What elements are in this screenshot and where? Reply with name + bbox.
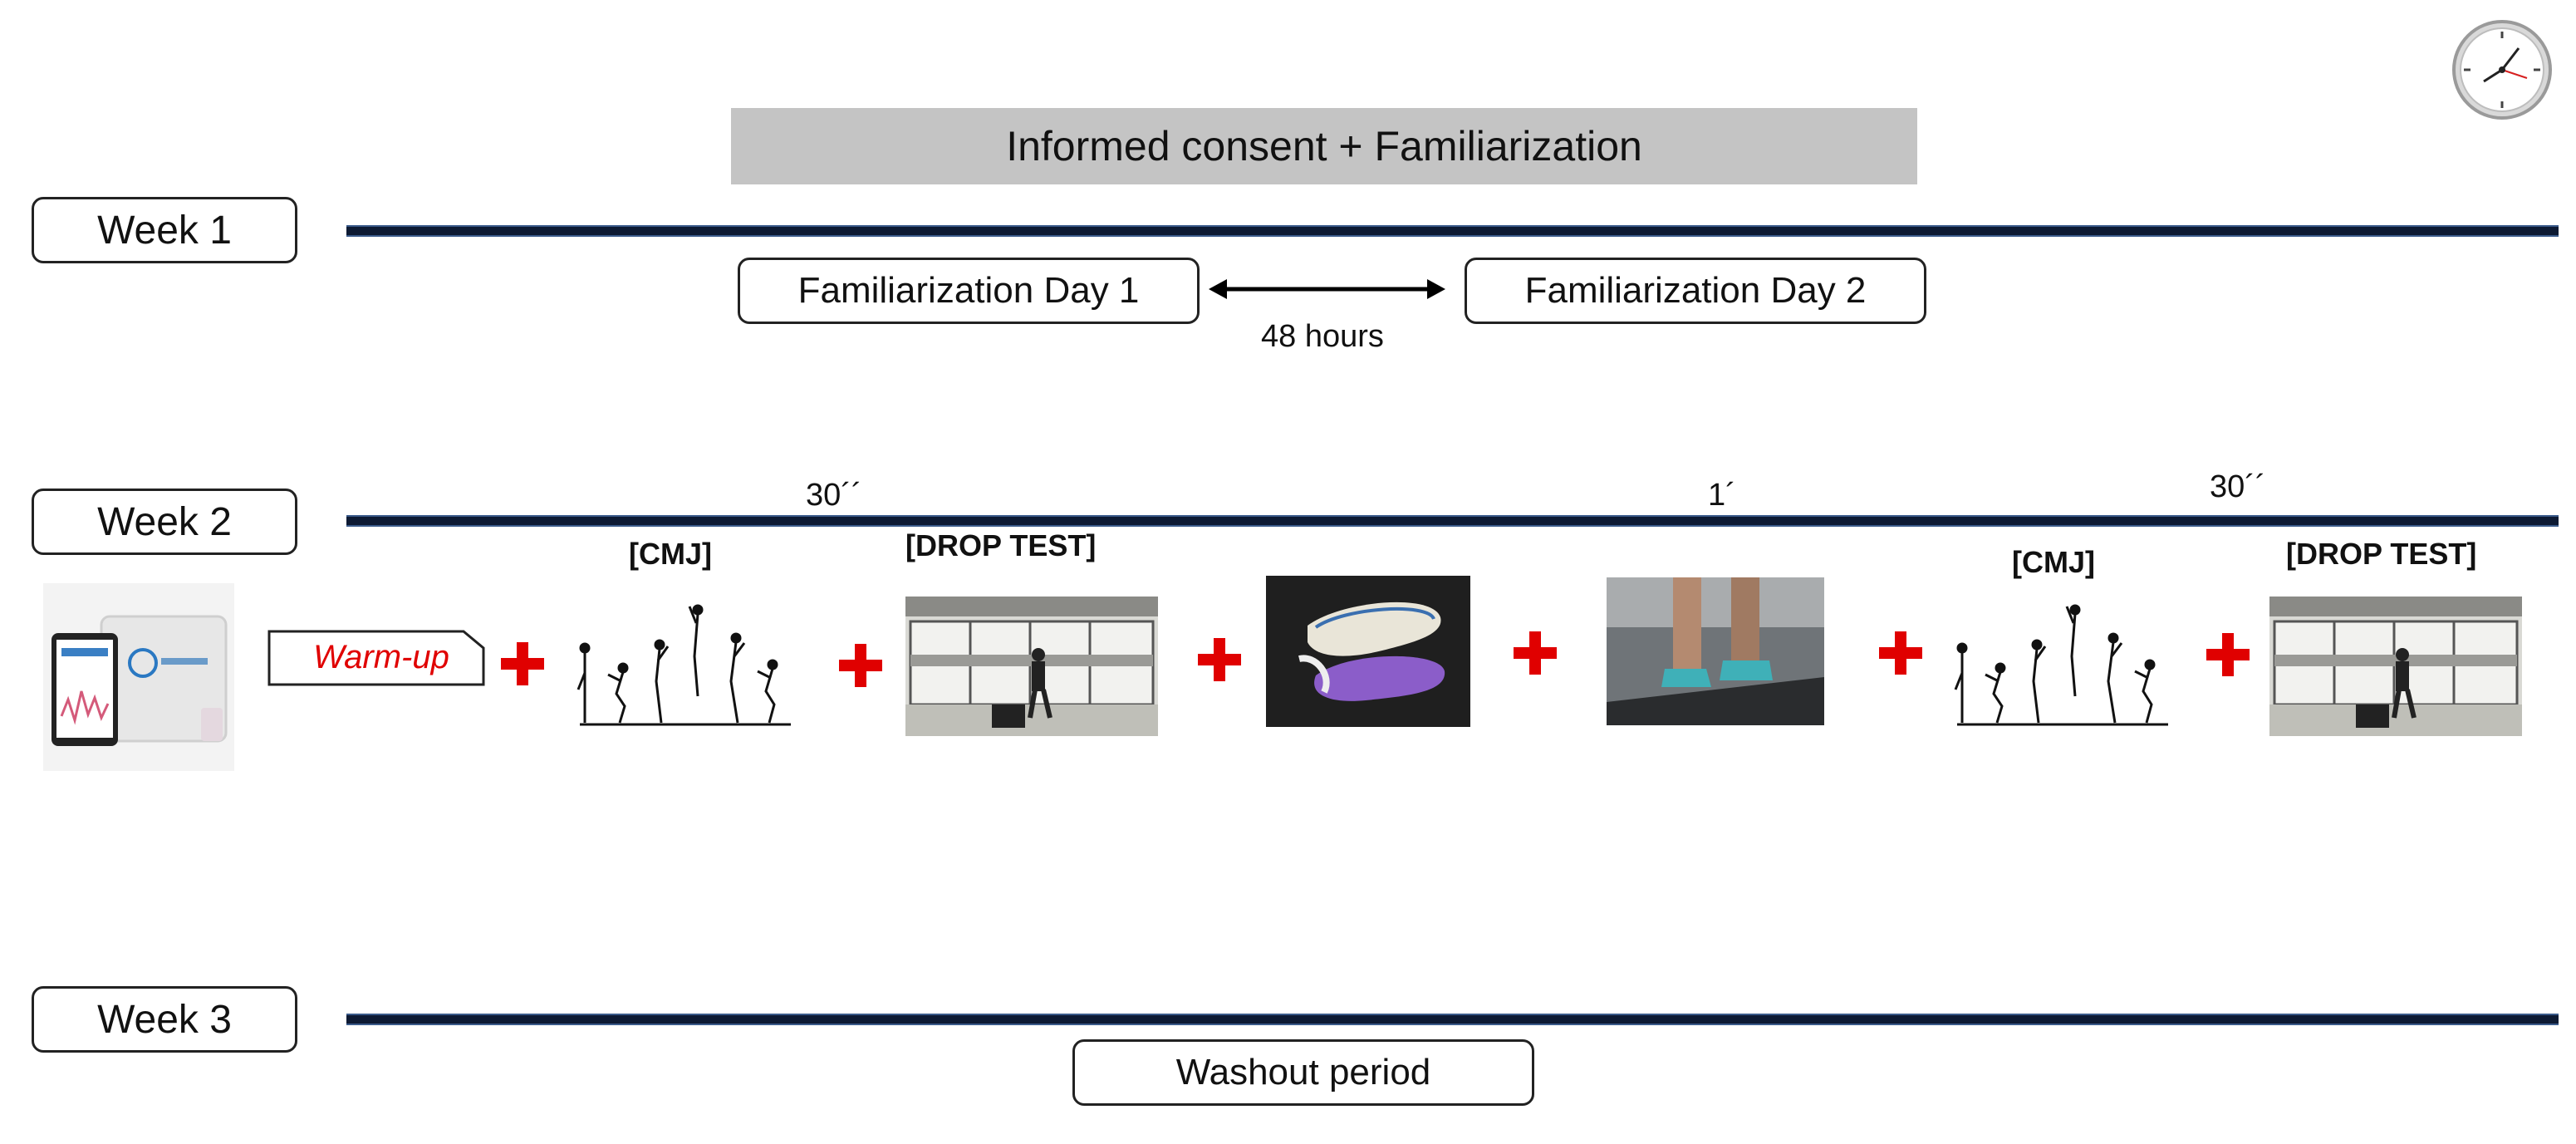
rest-interval-2: 1´ [1708, 478, 1736, 513]
plus-icon [2206, 633, 2250, 676]
plus-icon [1514, 631, 1557, 675]
informed-consent-banner: Informed consent + Familiarization [731, 108, 1917, 184]
warmup-tag-shape [267, 630, 485, 686]
plus-icon [501, 642, 544, 685]
washout-period-box: Washout period [1072, 1039, 1534, 1106]
cmj-label: [CMJ] [629, 537, 712, 571]
plus-icon [1879, 631, 1922, 675]
rest-interval-1: 30´´ [806, 478, 862, 513]
plus-icon [839, 644, 882, 687]
clock-icon [2452, 20, 2552, 120]
week-2-timeline [346, 515, 2559, 527]
drop-test-photo [2269, 597, 2522, 736]
drop-test-label: [DROP TEST] [2286, 537, 2477, 571]
plus-icon [1198, 638, 1241, 681]
week-1-label: Week 1 [32, 197, 297, 263]
sensor-device-icon [43, 583, 234, 771]
week-3-timeline [346, 1014, 2559, 1025]
treadmill-running-icon [1607, 577, 1824, 725]
insoles-icon [1266, 576, 1470, 727]
jump-sequence-icon [1954, 604, 2168, 726]
interval-arrow [1209, 279, 1445, 299]
week-3-label: Week 3 [32, 986, 297, 1053]
familiarization-day-2-box: Familiarization Day 2 [1465, 258, 1926, 324]
week-1-timeline [346, 225, 2559, 237]
interval-label: 48 hours [1261, 319, 1384, 354]
jump-sequence-icon [577, 604, 791, 726]
cmj-label: [CMJ] [2012, 545, 2095, 579]
warmup-label: Warm-up [313, 638, 449, 675]
drop-test-photo [905, 597, 1158, 736]
drop-test-label: [DROP TEST] [905, 528, 1097, 562]
familiarization-day-1-box: Familiarization Day 1 [738, 258, 1200, 324]
rest-interval-3: 30´´ [2210, 469, 2266, 504]
week-2-label: Week 2 [32, 489, 297, 555]
